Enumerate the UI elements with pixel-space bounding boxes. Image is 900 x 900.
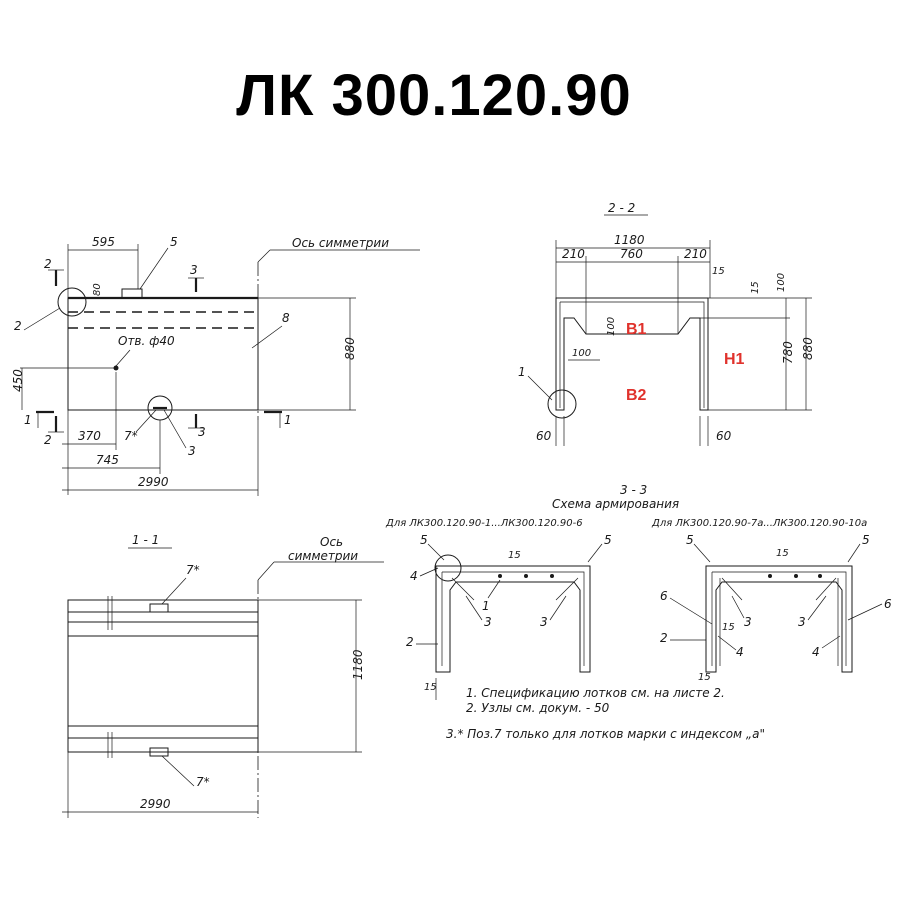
section-1-1: 1 - 1 Ось симметрии 1180 2990 7* 7* bbox=[62, 533, 384, 818]
dim-760: 760 bbox=[620, 247, 643, 261]
b-pos-5-left: 5 bbox=[686, 533, 694, 547]
drawing-title: ЛК 300.120.90 bbox=[236, 63, 632, 128]
b-pos-4-right: 4 bbox=[812, 645, 820, 659]
dim-880-s22: 880 bbox=[801, 337, 815, 360]
notes: 1. Спецификацию лотков см. на листе 2. 2… bbox=[446, 686, 765, 741]
cut-1-right: 1 bbox=[284, 413, 292, 427]
variant-a-detail-circle bbox=[434, 554, 462, 582]
dim-100-right: 100 bbox=[776, 273, 787, 292]
cut-2-bottom: 2 bbox=[44, 433, 52, 447]
section-1-1-label: 1 - 1 bbox=[132, 533, 159, 547]
note-2: 2. Узлы см. докум. - 50 bbox=[466, 701, 610, 715]
plan-detail-circle bbox=[57, 287, 87, 317]
note-3: 3.* Поз.7 только для лотков марки с инде… bbox=[446, 727, 765, 741]
dim-595: 595 bbox=[92, 235, 115, 249]
dim-210-left: 210 bbox=[562, 247, 585, 261]
plan-pos-5: 5 bbox=[170, 235, 178, 249]
b-pos-6-left: 6 bbox=[660, 589, 668, 603]
hole-label: Отв. ф40 bbox=[118, 334, 175, 348]
a-pos-4: 4 bbox=[410, 569, 418, 583]
b-dim-15-bottom: 15 bbox=[698, 672, 711, 683]
cut-3-bottom: 3 bbox=[198, 425, 206, 439]
dim-100-inner: 100 bbox=[606, 317, 617, 336]
dim-15-right: 15 bbox=[750, 281, 761, 294]
dim-370: 370 bbox=[78, 429, 101, 443]
b-pos-4-left: 4 bbox=[736, 645, 744, 659]
b-pos-2: 2 bbox=[660, 631, 668, 645]
section-1-1-outline bbox=[67, 599, 259, 753]
section-3-3: 3 - 3 Схема армирования Для ЛК300.120.90… bbox=[385, 483, 892, 700]
s11-embedded-top bbox=[149, 603, 169, 613]
a-pos-1: 1 bbox=[482, 599, 490, 613]
b-pos-6-right: 6 bbox=[884, 597, 892, 611]
variant-a-label: Для ЛК300.120.90-1...ЛК300.120.90-6 bbox=[385, 518, 583, 529]
plan-pos-3: 3 bbox=[188, 444, 196, 458]
section-3-3-subtitle: Схема армирования bbox=[552, 497, 679, 511]
dim-100-bottom: 100 bbox=[572, 348, 591, 359]
dim-745: 745 bbox=[96, 453, 119, 467]
a-pos-2: 2 bbox=[406, 635, 414, 649]
s11-pos-7-bottom: 7* bbox=[196, 775, 210, 789]
variant-b-profile bbox=[705, 565, 853, 673]
dim-210-right: 210 bbox=[684, 247, 707, 261]
section-2-2-detail-circle bbox=[547, 389, 577, 419]
s11-axis-label-1: Ось bbox=[320, 535, 343, 549]
dim-80: 80 bbox=[92, 283, 103, 296]
variant-a-profile bbox=[435, 565, 591, 673]
b-pos-3-left: 3 bbox=[744, 615, 752, 629]
dim-2990-plan: 2990 bbox=[138, 475, 169, 489]
label-b2: B2 bbox=[626, 387, 647, 404]
dim-1180-s22: 1180 bbox=[614, 233, 645, 247]
plan-outline bbox=[67, 297, 259, 411]
s11-axis-label-2: симметрии bbox=[288, 549, 358, 563]
plan-pos-7: 7* bbox=[124, 429, 138, 443]
variant-b-label: Для ЛК300.120.90-7а...ЛК300.120.90-10а bbox=[651, 518, 867, 529]
a-pos-5-right: 5 bbox=[604, 533, 612, 547]
label-h1: H1 bbox=[724, 351, 745, 368]
plan-pos-8: 8 bbox=[282, 311, 290, 325]
s11-pos-7-top: 7* bbox=[186, 563, 200, 577]
a-pos-5-left: 5 bbox=[420, 533, 428, 547]
dim-450: 450 bbox=[11, 369, 25, 392]
b-dim-15: 15 bbox=[776, 548, 789, 559]
section-3-3-label: 3 - 3 bbox=[620, 483, 647, 497]
note-1: 1. Спецификацию лотков см. на листе 2. bbox=[466, 686, 725, 700]
a-dim-15-bottom: 15 bbox=[424, 682, 437, 693]
b-dim-15-mid: 15 bbox=[722, 622, 735, 633]
plan-view: Ось симметрии Отв. ф40 595 80 880 450 37… bbox=[11, 235, 420, 496]
section-2-2-label: 2 - 2 bbox=[608, 201, 635, 215]
dim-780: 780 bbox=[781, 341, 795, 364]
s22-pos-1: 1 bbox=[518, 365, 526, 379]
cut-1-left: 1 bbox=[24, 413, 32, 427]
cut-3-top: 3 bbox=[190, 263, 198, 277]
cut-2-top: 2 bbox=[44, 257, 52, 271]
b-pos-3-right: 3 bbox=[798, 615, 806, 629]
plan-axis-label: Ось симметрии bbox=[292, 236, 389, 250]
dim-15-top: 15 bbox=[712, 266, 725, 277]
dim-2990-s11: 2990 bbox=[140, 797, 171, 811]
plan-pos-2: 2 bbox=[14, 319, 22, 333]
section-2-2: 2 - 2 1180 210 760 210 15 15 100 780 880… bbox=[518, 201, 815, 446]
dim-880-plan: 880 bbox=[343, 337, 357, 360]
a-pos-3-right: 3 bbox=[540, 615, 548, 629]
dim-1180-s11: 1180 bbox=[351, 649, 365, 680]
dim-60-left: 60 bbox=[536, 429, 552, 443]
a-dim-15: 15 bbox=[508, 550, 521, 561]
plan-embedded-part bbox=[121, 288, 143, 299]
b-pos-5-right: 5 bbox=[862, 533, 870, 547]
label-b1: B1 bbox=[626, 321, 647, 338]
a-pos-3-left: 3 bbox=[484, 615, 492, 629]
dim-60-right: 60 bbox=[716, 429, 732, 443]
s11-embedded-bottom bbox=[149, 747, 169, 757]
